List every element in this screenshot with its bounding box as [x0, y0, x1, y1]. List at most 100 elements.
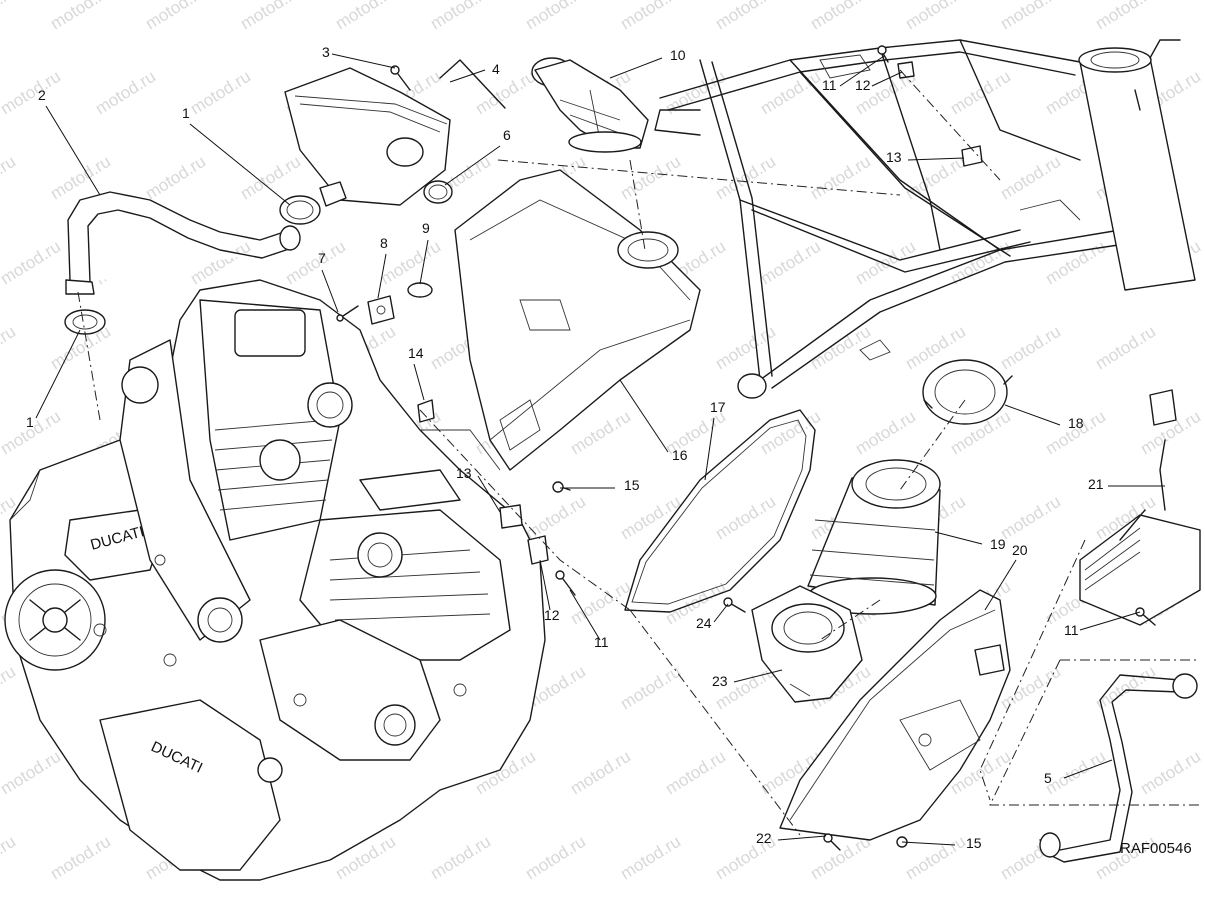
- watermark-text: motod.ru: [0, 237, 64, 289]
- callout-22: 22: [756, 830, 772, 846]
- callout-17: 17: [710, 399, 726, 415]
- watermark-text: motod.ru: [0, 662, 19, 714]
- watermark-text: motod.ru: [142, 152, 209, 204]
- watermark-text: motod.ru: [472, 67, 539, 119]
- watermark-text: motod.ru: [712, 492, 779, 544]
- callout-4: 4: [492, 61, 500, 77]
- sensor-8: [367, 295, 395, 325]
- airbox-lower-housing: [779, 589, 1011, 841]
- callout-1: 1: [182, 105, 190, 121]
- watermark-text: motod.ru: [1092, 0, 1159, 33]
- leader-lines: [35, 53, 1165, 846]
- callout-5: 5: [1044, 770, 1052, 786]
- callout-21: 21: [1088, 476, 1104, 492]
- watermark-text: motod.ru: [617, 832, 684, 884]
- callout-12: 12: [855, 77, 871, 93]
- watermark-text: motod.ru: [662, 747, 729, 799]
- watermark-text: motod.ru: [1042, 237, 1109, 289]
- watermark-text: motod.ru: [852, 407, 919, 459]
- watermark-text: motod.ru: [332, 0, 399, 33]
- watermark-text: motod.ru: [237, 0, 304, 33]
- watermark-text: motod.ru: [947, 67, 1014, 119]
- breather-box: [284, 67, 451, 207]
- watermark-text: motod.ru: [0, 152, 19, 204]
- callout-16: 16: [672, 447, 688, 463]
- callout-1: 1: [26, 414, 34, 430]
- watermark-text: motod.ru: [902, 832, 969, 884]
- screw-3: [390, 65, 411, 91]
- watermark-text: motod.ru: [617, 492, 684, 544]
- callout-11: 11: [822, 77, 837, 93]
- watermark-text: motod.ru: [807, 0, 874, 33]
- watermark-text: motod.ru: [92, 67, 159, 119]
- watermark-text: motod.ru: [997, 152, 1064, 204]
- air-filter-element: [807, 459, 941, 615]
- clip-4: [439, 59, 506, 109]
- watermark-text: motod.ru: [757, 407, 824, 459]
- filter-base-flange: [751, 585, 863, 703]
- watermark-text: motod.ru: [0, 747, 64, 799]
- watermark-text: motod.ru: [0, 322, 19, 374]
- voltage-regulator: [1079, 389, 1201, 626]
- watermark-text: motod.ru: [1042, 747, 1109, 799]
- watermark-text: motod.ru: [187, 67, 254, 119]
- callout-11: 11: [1064, 622, 1079, 638]
- watermark-text: motod.ru: [47, 832, 114, 884]
- watermark-text: motod.ru: [0, 832, 19, 884]
- intake-duct: [531, 57, 649, 153]
- watermark-text: motod.ru: [807, 152, 874, 204]
- watermark-text: motod.ru: [852, 237, 919, 289]
- watermark-text: motod.ru: [427, 0, 494, 33]
- assembly-lines: [77, 69, 1200, 836]
- callout-11: 11: [594, 634, 609, 650]
- reference-code: RAF00546: [1120, 840, 1192, 857]
- watermark-text: motod.ru: [522, 0, 589, 33]
- watermark-text: motod.ru: [617, 0, 684, 33]
- watermark-text: motod.ru: [522, 492, 589, 544]
- watermark-text: motod.ru: [1137, 747, 1204, 799]
- callout-23: 23: [712, 673, 728, 689]
- o-ring-6: [423, 180, 453, 204]
- callout-19: 19: [990, 536, 1006, 552]
- callout-13: 13: [456, 465, 472, 481]
- callout-9: 9: [422, 220, 430, 236]
- breather-hose: [65, 191, 301, 295]
- callout-10: 10: [670, 47, 686, 63]
- callout-7: 7: [318, 250, 326, 266]
- callout-3: 3: [322, 44, 330, 60]
- watermark-text: motod.ru: [712, 0, 779, 33]
- watermark-text: motod.ru: [567, 747, 634, 799]
- callout-12: 12: [544, 607, 560, 623]
- breather-pipe: [1039, 673, 1198, 863]
- watermark-text: motod.ru: [0, 67, 64, 119]
- hose-clamp-lower: [64, 309, 106, 335]
- callout-14: 14: [408, 345, 424, 361]
- callout-15: 15: [624, 477, 640, 493]
- gasket-9: [407, 282, 433, 298]
- callout-13: 13: [886, 149, 902, 165]
- watermark-text: motod.ru: [997, 492, 1064, 544]
- hose-clamp-upper: [279, 195, 321, 225]
- callout-labels: 1123456789101111111212131314151516171819…: [26, 44, 1104, 851]
- watermark-text: motod.ru: [47, 0, 114, 33]
- callout-18: 18: [1068, 415, 1084, 431]
- callout-24: 24: [696, 615, 712, 631]
- filter-seal-ring: [922, 359, 1013, 425]
- watermark-text: motod.ru: [0, 0, 19, 33]
- screw-7: [336, 305, 359, 322]
- watermark-text: motod.ru: [142, 0, 209, 33]
- watermark-text: motod.ru: [617, 152, 684, 204]
- airbox-upper-cover: [454, 169, 701, 471]
- callout-8: 8: [380, 235, 388, 251]
- engine-assembly: DUCATI DUCATI: [4, 279, 546, 881]
- watermark-text: motod.ru: [997, 322, 1064, 374]
- watermark-text: motod.ru: [617, 662, 684, 714]
- watermark-text: motod.ru: [902, 0, 969, 33]
- callout-6: 6: [503, 127, 511, 143]
- watermark-text: motod.ru: [522, 832, 589, 884]
- callout-20: 20: [1012, 542, 1028, 558]
- watermark-text: motod.ru: [1092, 322, 1159, 374]
- watermark-text: motod.ru: [757, 237, 824, 289]
- callout-15: 15: [966, 835, 982, 851]
